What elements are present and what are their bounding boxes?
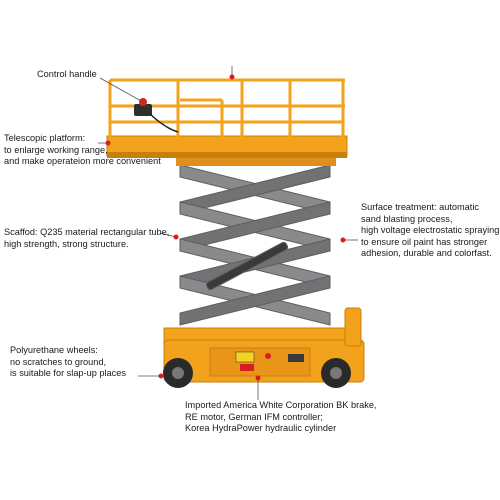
- callout-dot-control-handle: [140, 99, 146, 105]
- scissor-mechanism: [179, 164, 331, 326]
- callout-dot-surface: [340, 237, 346, 243]
- label-surface-treatment: Surface treatment: automatic sand blasti…: [361, 202, 500, 258]
- wheels: [163, 358, 351, 388]
- platform: [106, 135, 348, 166]
- control-box: [134, 98, 179, 133]
- callout-dot-platform: [105, 140, 111, 146]
- label-telescopic-platform: Telescopic platform: to enlarge working …: [4, 133, 161, 166]
- label-scaffold: Scaffod: Q235 material rectangular tube,…: [4, 227, 170, 249]
- callout-dot-top: [229, 74, 235, 80]
- callout-dot-scaffold: [173, 234, 179, 240]
- callout-dot-components: [255, 375, 261, 381]
- label-components: Imported America White Corporation BK br…: [185, 400, 377, 433]
- label-wheels: Polyurethane wheels: no scratches to gro…: [10, 345, 126, 378]
- label-control-handle: Control handle: [37, 69, 97, 79]
- callout-dots: [105, 74, 346, 381]
- callout-dot-wheels: [158, 373, 164, 379]
- chassis: [163, 307, 365, 383]
